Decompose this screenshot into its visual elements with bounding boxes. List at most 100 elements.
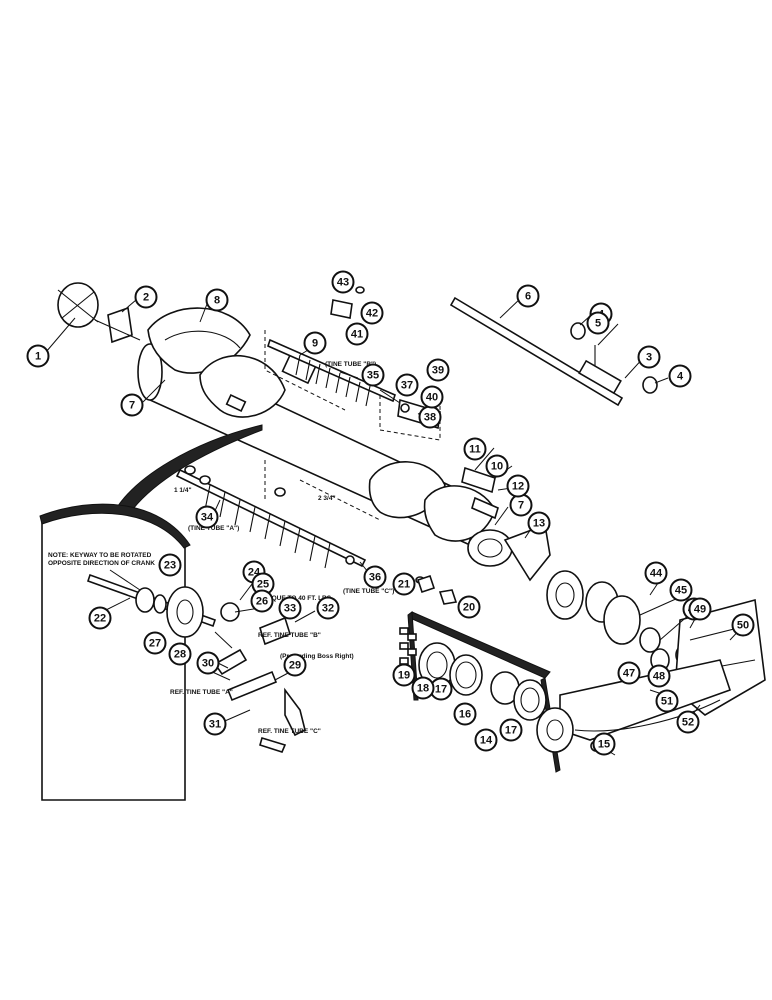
callout-circle bbox=[499, 718, 523, 742]
callout-22: 22 bbox=[88, 606, 112, 630]
callout-23: 23 bbox=[158, 553, 182, 577]
callout-circle bbox=[195, 505, 219, 529]
callout-51: 51 bbox=[655, 689, 679, 713]
callout-circle bbox=[316, 596, 340, 620]
callout-number: 36 bbox=[369, 572, 381, 584]
callout-circle bbox=[392, 572, 416, 596]
callout-circle bbox=[420, 385, 444, 409]
callout-15: 15 bbox=[592, 732, 616, 756]
callout-circle bbox=[688, 597, 712, 621]
left-end-disk bbox=[57, 282, 141, 344]
callout-number: 43 bbox=[337, 277, 349, 289]
callout-number: 17 bbox=[505, 725, 517, 737]
callout-number: 25 bbox=[257, 579, 269, 591]
crank-assembly bbox=[86, 573, 306, 753]
callout-number: 13 bbox=[533, 518, 545, 530]
callout-circle bbox=[143, 631, 167, 655]
callout-number: 22 bbox=[94, 613, 106, 625]
label-dim-2-3-4: 2 3/4" bbox=[318, 495, 336, 502]
callout-number: 35 bbox=[367, 370, 379, 382]
callout-circle bbox=[426, 358, 450, 382]
callout-number: 37 bbox=[401, 380, 413, 392]
callout-10: 10 bbox=[485, 454, 509, 478]
callout-8: 8 bbox=[205, 288, 229, 312]
callout-number: 38 bbox=[424, 412, 436, 424]
callout-29: 29 bbox=[283, 653, 307, 677]
callout-circle bbox=[158, 553, 182, 577]
callout-18: 18 bbox=[411, 676, 435, 700]
callout-number: 29 bbox=[289, 660, 301, 672]
callout-circle bbox=[361, 363, 385, 387]
callout-circle bbox=[303, 331, 327, 355]
drive-assembly bbox=[503, 523, 766, 741]
callout-35: 35 bbox=[361, 363, 385, 387]
callout-number: 19 bbox=[398, 670, 410, 682]
callout-circle bbox=[278, 596, 302, 620]
callout-circle bbox=[168, 642, 192, 666]
callout-16: 16 bbox=[453, 702, 477, 726]
callout-bubbles: 1234456778910111213141516171718192021222… bbox=[26, 270, 755, 756]
callout-12: 12 bbox=[506, 474, 530, 498]
callout-circle bbox=[205, 288, 229, 312]
label-dim-1-4: 1 1/4" bbox=[174, 487, 192, 494]
callout-17: 17 bbox=[499, 718, 523, 742]
callout-42: 42 bbox=[360, 301, 384, 325]
callout-50: 50 bbox=[731, 613, 755, 637]
callout-circle bbox=[392, 663, 416, 687]
callout-number: 50 bbox=[737, 620, 749, 632]
callout-47: 47 bbox=[617, 661, 641, 685]
callout-34: 34 bbox=[195, 505, 219, 529]
callout-circle bbox=[647, 664, 671, 688]
callout-circle bbox=[26, 344, 50, 368]
callout-40: 40 bbox=[420, 385, 444, 409]
callout-number: 8 bbox=[214, 295, 220, 307]
auger-tube bbox=[137, 307, 513, 567]
label-ref-tine-tube-a: REF. TINE TUBE "A" bbox=[170, 689, 233, 696]
callout-49: 49 bbox=[688, 597, 712, 621]
callout-number: 3 bbox=[646, 352, 652, 364]
callout-circle bbox=[331, 270, 355, 294]
callout-circle bbox=[363, 565, 387, 589]
callout-number: 41 bbox=[351, 329, 363, 341]
tine-tubes bbox=[175, 338, 425, 584]
callout-number: 1 bbox=[35, 351, 41, 363]
callout-17: 17 bbox=[429, 677, 453, 701]
label-tine-tube-c: (TINE TUBE "C") bbox=[343, 588, 394, 595]
callout-28: 28 bbox=[168, 642, 192, 666]
callout-number: 52 bbox=[682, 717, 694, 729]
callout-number: 7 bbox=[518, 500, 524, 512]
callout-9: 9 bbox=[303, 331, 327, 355]
callout-27: 27 bbox=[143, 631, 167, 655]
callout-number: 31 bbox=[209, 719, 221, 731]
callout-52: 52 bbox=[676, 710, 700, 734]
callout-circle bbox=[120, 393, 144, 417]
callout-number: 45 bbox=[675, 585, 687, 597]
callout-number: 30 bbox=[202, 658, 214, 670]
callout-2: 2 bbox=[134, 285, 158, 309]
callout-number: 18 bbox=[417, 683, 429, 695]
callout-circle bbox=[485, 454, 509, 478]
callout-number: 7 bbox=[129, 400, 135, 412]
callout-circle bbox=[637, 345, 661, 369]
callout-number: 28 bbox=[174, 649, 186, 661]
callout-circle bbox=[506, 474, 530, 498]
callout-number: 5 bbox=[595, 318, 601, 330]
callout-number: 48 bbox=[653, 671, 665, 683]
callout-14: 14 bbox=[474, 728, 498, 752]
callout-5: 5 bbox=[586, 311, 610, 335]
label-ref-tine-tube-b: REF. TINE TUBE "B" bbox=[258, 632, 321, 639]
callout-number: 49 bbox=[694, 604, 706, 616]
callout-6: 6 bbox=[516, 284, 540, 308]
callout-26: 26 bbox=[250, 589, 274, 613]
callout-number: 12 bbox=[512, 481, 524, 493]
callout-20: 20 bbox=[457, 595, 481, 619]
callout-number: 4 bbox=[677, 371, 684, 383]
callout-circle bbox=[345, 322, 369, 346]
callout-45: 45 bbox=[669, 578, 693, 602]
callout-circle bbox=[474, 728, 498, 752]
callout-circle bbox=[360, 301, 384, 325]
label-tine-tube-b: (TINE TUBE "B") bbox=[325, 361, 376, 368]
callout-circle bbox=[731, 613, 755, 637]
callout-circle bbox=[527, 511, 551, 535]
callout-number: 34 bbox=[201, 512, 214, 524]
